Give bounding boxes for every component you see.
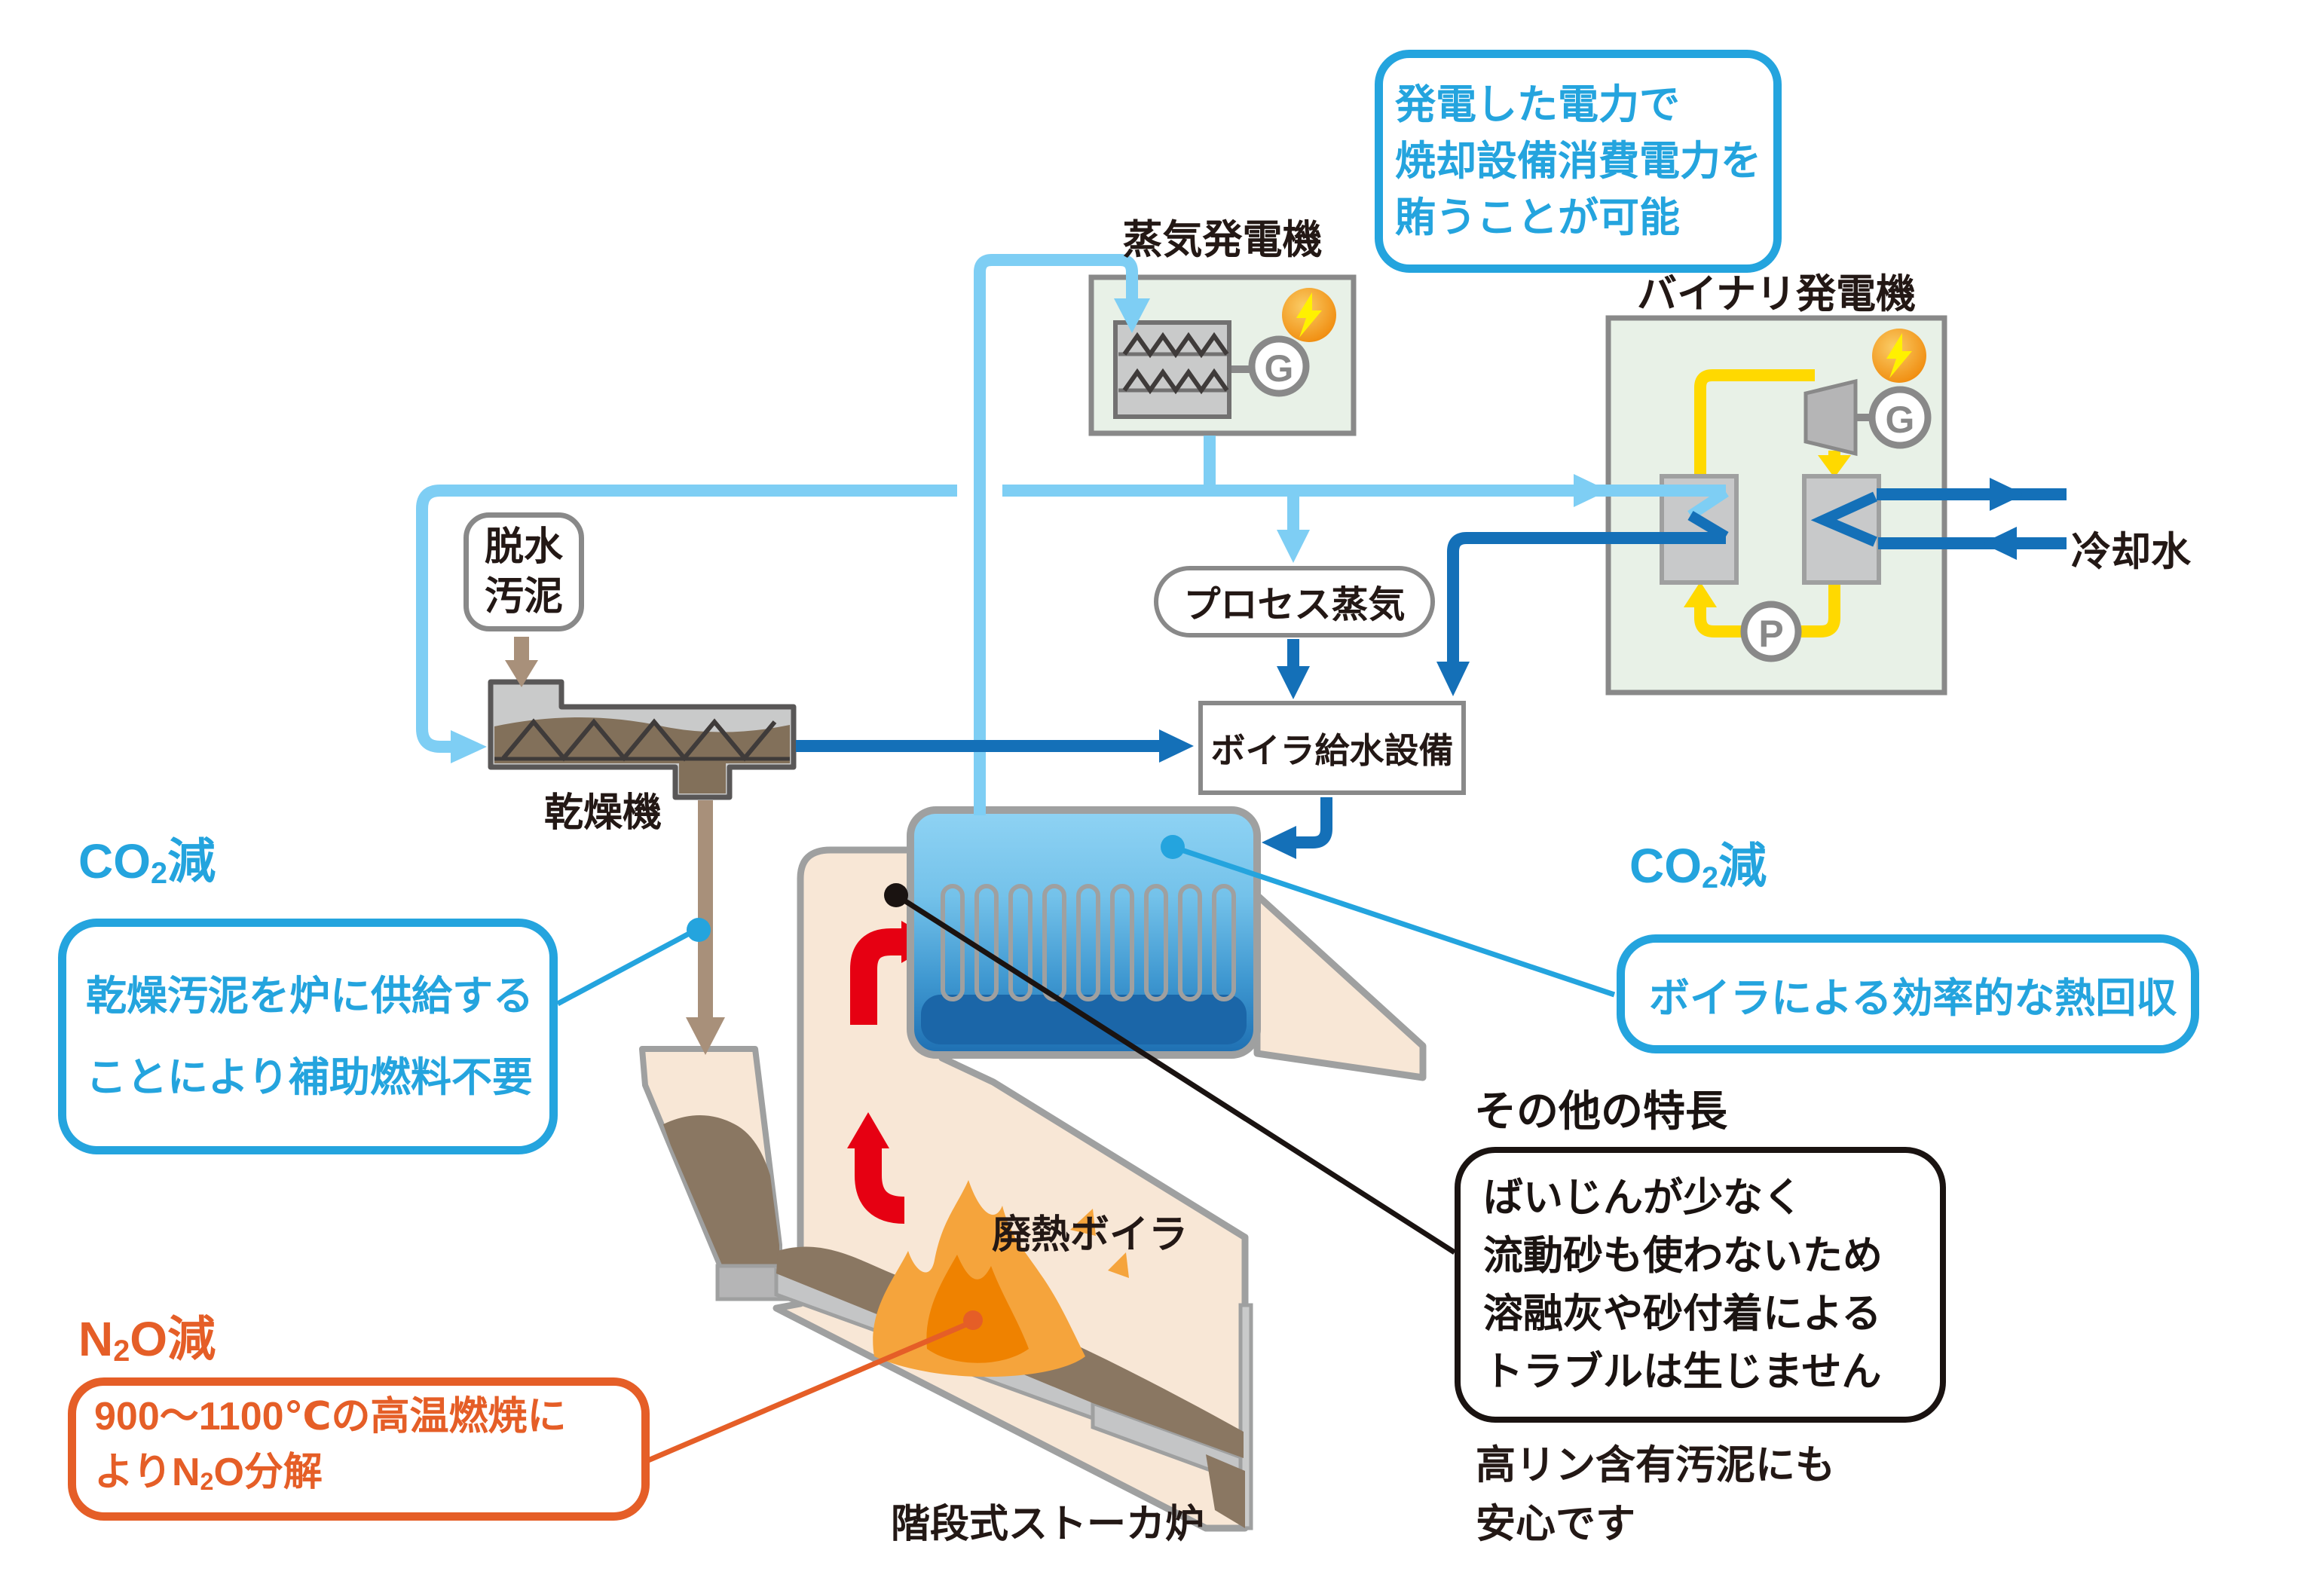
co2-left-heading: CO2減 bbox=[78, 834, 216, 891]
other-features-note-line: 安心です bbox=[1476, 1502, 1635, 1546]
other-features-note-line: 高リン含有汚泥にも bbox=[1476, 1443, 1835, 1487]
dryer-label: 乾燥機 bbox=[543, 791, 662, 835]
n2o-line: 900〜1100℃の高温燃焼に bbox=[94, 1395, 567, 1439]
binary-generator: G P bbox=[1605, 315, 1947, 696]
power-callout-line: 賄うことが可能 bbox=[1395, 194, 1680, 240]
co2-right-line: ボイラによる効率的な熱回収 bbox=[1649, 975, 2177, 1021]
dewatered-sludge-line: 汚泥 bbox=[484, 575, 563, 619]
power-callout: 発電した電力で 焼却設備消費電力を 賄うことが可能 bbox=[1375, 50, 1782, 273]
dryer-screw bbox=[501, 718, 777, 762]
co2-right-callout: ボイラによる効率的な熱回収 bbox=[1617, 934, 2199, 1053]
co2-left-callout: 乾燥汚泥を炉に供給する ことにより補助燃料不要 bbox=[58, 919, 558, 1154]
power-callout-line: 発電した電力で bbox=[1395, 81, 1680, 127]
cooling-water-label: 冷却水 bbox=[2071, 530, 2191, 574]
co2-left-line: 乾燥汚泥を炉に供給する bbox=[86, 973, 534, 1019]
process-steam-pill: プロセス蒸気 bbox=[1154, 566, 1435, 637]
other-features-box: ばいじんが少なく 流動砂も使わないため 溶融灰や砂付着による トラブルは生じませ… bbox=[1455, 1147, 1946, 1423]
water-pipes bbox=[796, 488, 2067, 848]
steam-generator-label: 蒸気発電機 bbox=[1122, 218, 1323, 262]
pump-p-letter: P bbox=[1758, 613, 1783, 655]
flame bbox=[873, 1180, 1129, 1377]
n2o-callout: 900〜1100℃の高温燃焼に よりN2O分解 bbox=[68, 1377, 650, 1521]
dryer bbox=[488, 679, 797, 800]
generator-g-letter: G bbox=[1265, 347, 1294, 390]
water-pipe-arrowheads bbox=[1159, 478, 2024, 859]
boiler-tubes bbox=[941, 884, 1236, 1001]
lightning-icon bbox=[1872, 329, 1926, 383]
generator-g-circle bbox=[1868, 386, 1932, 449]
other-features-note: 高リン含有汚泥にも 安心です bbox=[1476, 1436, 1835, 1554]
sludge-arrows bbox=[505, 637, 725, 1055]
pump-p-circle bbox=[1740, 601, 1802, 662]
n2o-heading: N2O減 bbox=[78, 1312, 216, 1368]
other-features-line: ばいじんが少なく bbox=[1483, 1176, 1803, 1220]
other-features-line: 流動砂も使わないため bbox=[1483, 1234, 1883, 1278]
generator-g-letter: G bbox=[1886, 399, 1915, 441]
boiler-feedwater-box: ボイラ給水設備 bbox=[1198, 701, 1466, 795]
waste-heat-boiler bbox=[907, 806, 1261, 1059]
other-features-line: トラブルは生じません bbox=[1483, 1350, 1882, 1394]
steam-pipes bbox=[416, 254, 1729, 815]
other-features-heading: その他の特長 bbox=[1474, 1087, 1727, 1135]
dryer-sludge bbox=[494, 717, 790, 793]
callout-connectors bbox=[556, 835, 1616, 1463]
n2o-line: よりN2O分解 bbox=[94, 1451, 323, 1495]
generator-g-circle bbox=[1248, 335, 1310, 397]
waste-heat-boiler-label: 廃熱ボイラ bbox=[991, 1213, 1188, 1257]
lightning-icon bbox=[1282, 288, 1336, 342]
dewatered-sludge-box: 脱水 汚泥 bbox=[463, 512, 584, 631]
process-steam-label: プロセス蒸気 bbox=[1183, 585, 1406, 625]
hopper-sludge bbox=[663, 1115, 779, 1272]
other-features-line: 溶融灰や砂付着による bbox=[1483, 1292, 1882, 1336]
turbine-icon bbox=[1803, 378, 1858, 457]
power-callout-line: 焼却設備消費電力を bbox=[1395, 138, 1761, 184]
stoker-furnace-label: 階段式ストーカ炉 bbox=[890, 1503, 1204, 1546]
co2-left-line: ことにより補助燃料不要 bbox=[86, 1054, 533, 1100]
dewatered-sludge-line: 脱水 bbox=[484, 525, 563, 569]
feed-hopper bbox=[639, 1046, 795, 1301]
steam-pipe-arrowheads bbox=[451, 298, 1608, 763]
co2-right-heading: CO2減 bbox=[1629, 839, 1767, 895]
boiler-feedwater-label: ボイラ給水設備 bbox=[1210, 730, 1454, 770]
ash-streak bbox=[1206, 1454, 1245, 1528]
binary-generator-label: バイナリ発電機 bbox=[1637, 272, 1916, 316]
